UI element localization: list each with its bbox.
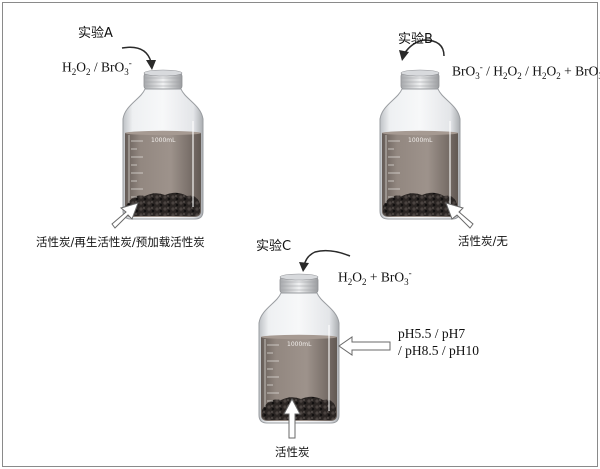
feed-arrow-c	[303, 249, 351, 267]
volume-label-c: 1000mL	[287, 341, 312, 348]
volume-label-b: 1000mL	[408, 137, 433, 144]
carbon-pointer-a	[111, 202, 139, 229]
title-experiment-a: 实验A	[78, 26, 113, 41]
carbon-label-b: 活性炭/无	[458, 234, 508, 248]
reagent-label-b: BrO3- / H2O2 / H2O2 + BrO3-	[452, 62, 600, 82]
title-experiment-c: 实验C	[256, 239, 292, 254]
carbon-label-c: 活性炭	[275, 445, 310, 459]
bottle-a	[122, 69, 204, 220]
title-experiment-b: 实验B	[398, 32, 433, 47]
carbon-label-a: 活性炭/再生活性炭/预加载活性炭	[36, 235, 205, 249]
volume-label-a: 1000mL	[151, 137, 176, 144]
ph-label-line2: / pH8.5 / pH10	[398, 343, 479, 358]
ph-label-line1: pH5.5 / pH7	[398, 326, 466, 341]
bottle-b	[379, 69, 461, 220]
feed-arrow-a	[121, 46, 152, 63]
reagent-label-a: H2O2 / BrO3-	[62, 58, 132, 78]
bottle-c	[258, 273, 340, 424]
feed-arrow-b	[403, 39, 445, 57]
reagent-label-c: H2O2 + BrO3-	[338, 268, 412, 288]
ph-pointer-c	[338, 336, 391, 356]
carbon-pointer-c	[283, 397, 301, 439]
carbon-pointer-b	[445, 202, 474, 229]
